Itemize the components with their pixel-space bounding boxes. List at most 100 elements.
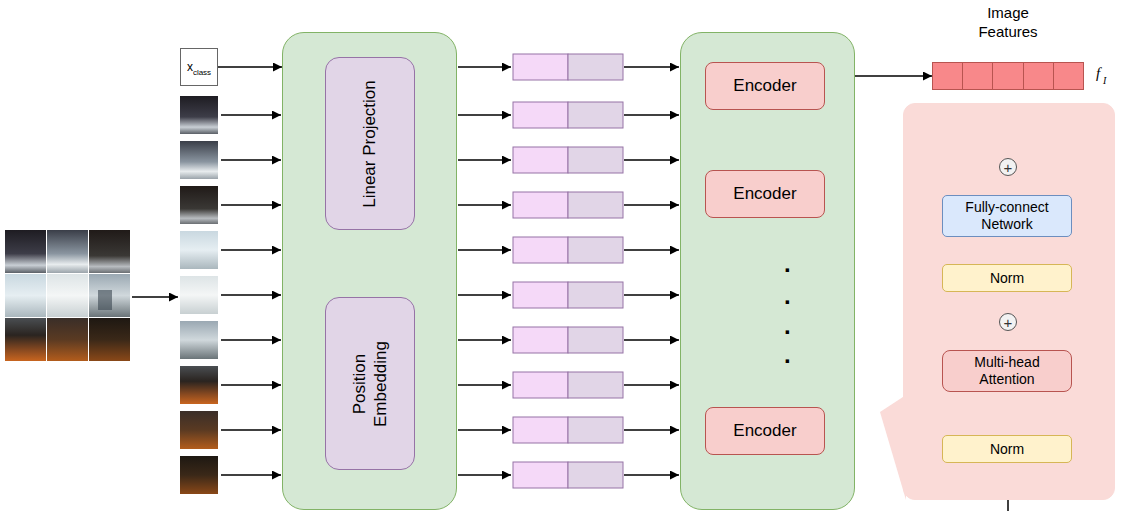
arrow (624, 159, 679, 161)
encoder-stack-panel: EncoderEncoderEncoder (680, 32, 855, 510)
embedding-panel: Linear ProjectionPosition Embedding (282, 32, 457, 510)
phone-detail (98, 290, 112, 310)
token-half (568, 54, 623, 80)
token-half (568, 237, 623, 263)
feature-cell (963, 62, 993, 90)
patch (180, 321, 218, 359)
arrow (458, 204, 511, 206)
box-label: Multi-head Attention (948, 354, 1066, 388)
token-half (513, 372, 568, 398)
plus-sign: + (1004, 315, 1013, 330)
arrow (458, 339, 511, 341)
arrow (221, 294, 281, 296)
arrow (458, 384, 511, 386)
arrow (624, 204, 679, 206)
class-token-box: xclass (180, 48, 218, 86)
token-half (568, 147, 623, 173)
norm-box: Norm (942, 435, 1072, 463)
encoder-box: Encoder (705, 170, 825, 218)
box-label: Position Embedding (349, 324, 392, 444)
feature-cell (1054, 62, 1084, 90)
plus-sign: + (1004, 160, 1013, 175)
arrow (221, 474, 281, 476)
box-label: Fully-connect Network (948, 199, 1066, 233)
image-patch (5, 274, 46, 317)
encoder-box: Encoder (705, 62, 825, 110)
connector-line (218, 66, 282, 68)
feature-cell (1024, 62, 1054, 90)
arrow (624, 249, 679, 251)
arrow (221, 339, 281, 341)
token-half (513, 192, 568, 218)
token-half (568, 372, 623, 398)
arrow (624, 474, 679, 476)
arrow (221, 384, 281, 386)
patch (180, 276, 218, 314)
process-box: Fully-connect Network (942, 195, 1072, 237)
arrow (624, 429, 679, 431)
token-half (513, 147, 568, 173)
arrow (221, 114, 281, 116)
symbol-subscript: I (1103, 76, 1106, 86)
arrow (458, 474, 511, 476)
token-half (513, 417, 568, 443)
box-label: Linear Projection (359, 64, 380, 224)
arrow (624, 114, 679, 116)
arrow (458, 114, 511, 116)
arrow (624, 384, 679, 386)
arrow (458, 429, 511, 431)
symbol-label: f (1096, 66, 1100, 81)
token-half (513, 327, 568, 353)
token-half (513, 102, 568, 128)
token-half (513, 54, 568, 80)
add-node: + (999, 158, 1017, 176)
arrow (221, 159, 281, 161)
patch (180, 456, 218, 494)
process-box: Linear Projection (325, 57, 415, 230)
patch-column (180, 96, 218, 494)
token-half (513, 462, 568, 488)
box-label: Encoder (733, 184, 796, 204)
token-half (513, 282, 568, 308)
arrow (458, 294, 511, 296)
feature-vector: Image Features (932, 62, 1084, 90)
patch (180, 96, 218, 134)
connector (855, 76, 932, 77)
patch (180, 366, 218, 404)
image-patch (89, 318, 130, 361)
arrow (221, 429, 281, 431)
arrow (624, 66, 679, 68)
add-node: + (999, 313, 1017, 331)
image-patch (89, 274, 130, 317)
patch (180, 231, 218, 269)
patch (180, 141, 218, 179)
arrow (624, 339, 679, 341)
attention-box: Multi-head Attention (942, 350, 1072, 392)
image-patch (47, 274, 88, 317)
encoder-detail-panel: + Fully-connect NetworkNorm + Multi-head At… (903, 103, 1115, 500)
rotated-label: Position Embedding (349, 324, 392, 444)
image-patch (47, 318, 88, 361)
process-box: Position Embedding (325, 297, 415, 470)
rotated-label: Linear Projection (359, 64, 380, 224)
feature-heading: Image Features (967, 4, 1049, 42)
projection-arrows (458, 67, 511, 475)
feature-cell (993, 62, 1023, 90)
token-half (568, 192, 623, 218)
token-half (513, 237, 568, 263)
box-label: Norm (990, 441, 1024, 458)
token-label: xclass (187, 57, 211, 77)
token-embeddings (513, 54, 623, 488)
image-patch (47, 230, 88, 273)
arrow (458, 66, 511, 68)
token-half (568, 327, 623, 353)
image-patch (5, 318, 46, 361)
token-half (568, 102, 623, 128)
arrow (458, 249, 511, 251)
arrow (458, 159, 511, 161)
symbol-subscript: class (193, 68, 211, 77)
token-arrows (624, 67, 679, 475)
symbol-label: x (187, 60, 193, 74)
connector (218, 67, 282, 68)
